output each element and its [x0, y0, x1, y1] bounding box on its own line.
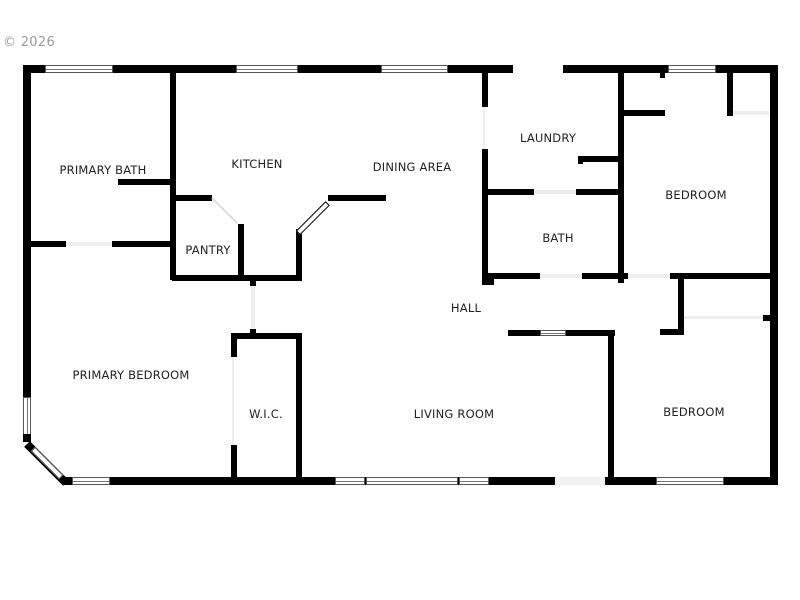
wall-wic-east	[296, 333, 302, 483]
wall-left-corner	[23, 434, 31, 442]
wall-left-exterior	[23, 65, 31, 398]
wall-bath-south	[482, 273, 540, 279]
wall-bath-south-2	[582, 273, 628, 279]
wall-pantry-east	[238, 224, 244, 280]
wall-laundry-west	[482, 65, 488, 107]
wall-primary-bath-east	[170, 65, 176, 280]
window-bottom-primary-bedroom	[72, 477, 110, 485]
window-bay-diagonal	[30, 446, 64, 480]
wall-closet-ne-west	[727, 72, 733, 116]
wall-closet-nw-south	[620, 110, 665, 116]
window-left-primary-bedroom	[23, 397, 31, 435]
door-hall-wic	[251, 286, 255, 331]
window-bottom-living-1	[335, 477, 365, 485]
wall-primary-bath-south-2	[112, 241, 172, 247]
window-bottom-living-3	[459, 477, 489, 485]
wall-pantry-north	[172, 195, 212, 201]
wall-dining-stub	[328, 195, 386, 201]
wall-closet-nw-east	[660, 72, 665, 78]
door-wic	[232, 357, 234, 445]
wall-bedroom-ne-south	[670, 273, 778, 279]
copyright-notice: © 2026	[3, 35, 56, 50]
door-primary-bath	[66, 242, 112, 246]
window-top-dining	[381, 65, 448, 73]
wall-bedroom-se-closet-west	[678, 277, 684, 335]
wall-primary-bath-south	[23, 241, 66, 247]
room-label-pantry: PANTRY	[185, 243, 231, 257]
door-pantry-diagonal	[211, 197, 239, 225]
room-label-bath: BATH	[542, 231, 574, 245]
door-bottom-living	[555, 477, 605, 485]
wall-laundry-east	[618, 65, 624, 283]
window-bottom-bedroom	[656, 477, 724, 485]
wall-bedroom-se-closet-stub	[660, 329, 684, 335]
wall-pantry-south	[172, 275, 302, 281]
room-label-primary-bedroom: PRIMARY BEDROOM	[72, 368, 190, 382]
wall-hall-stub-bottom	[250, 329, 256, 335]
door-bedroom-ne	[628, 274, 670, 278]
wall-laundry-west-lower	[482, 149, 488, 283]
wall-kitchen-east	[296, 229, 302, 281]
wall-wic-west-lower	[231, 445, 237, 480]
room-label-living-room: LIVING ROOM	[413, 407, 495, 421]
door-closet-ne	[733, 111, 769, 115]
window-bottom-living-2	[366, 477, 458, 485]
wall-hall-stub-top	[250, 280, 256, 286]
wall-bath-corner	[482, 275, 494, 285]
room-label-wic: W.I.C.	[249, 407, 283, 421]
door-laundry-west	[483, 107, 485, 149]
room-label-primary-bath: PRIMARY BATH	[59, 163, 147, 177]
window-kitchen-diagonal	[295, 201, 330, 236]
wall-laundry-closet-west	[578, 156, 583, 164]
wall-wic-west	[231, 333, 237, 357]
wall-laundry-bath-divider	[482, 189, 534, 195]
room-label-bedroom-se: BEDROOM	[663, 405, 725, 419]
door-bath-south	[540, 274, 582, 278]
wall-laundry-bath-divider-2	[576, 189, 622, 195]
wall-living-east	[608, 330, 614, 485]
wall-wic-north	[231, 333, 301, 339]
wall-primary-bath-stub	[118, 179, 172, 185]
window-top-kitchen	[236, 65, 298, 73]
room-label-kitchen: KITCHEN	[231, 157, 283, 171]
room-label-laundry: LAUNDRY	[519, 131, 577, 145]
door-bath	[534, 190, 578, 194]
window-hall	[540, 330, 566, 336]
window-top-bedroom	[668, 65, 716, 73]
room-label-dining-area: DINING AREA	[372, 160, 452, 174]
wall-laundry-closet-north	[578, 156, 622, 162]
wall-closet-se-end	[763, 315, 771, 321]
door-closet-se	[684, 316, 764, 319]
room-label-bedroom-ne: BEDROOM	[665, 188, 727, 202]
room-label-hall: HALL	[450, 301, 482, 315]
window-top-primary-bath	[45, 65, 113, 73]
